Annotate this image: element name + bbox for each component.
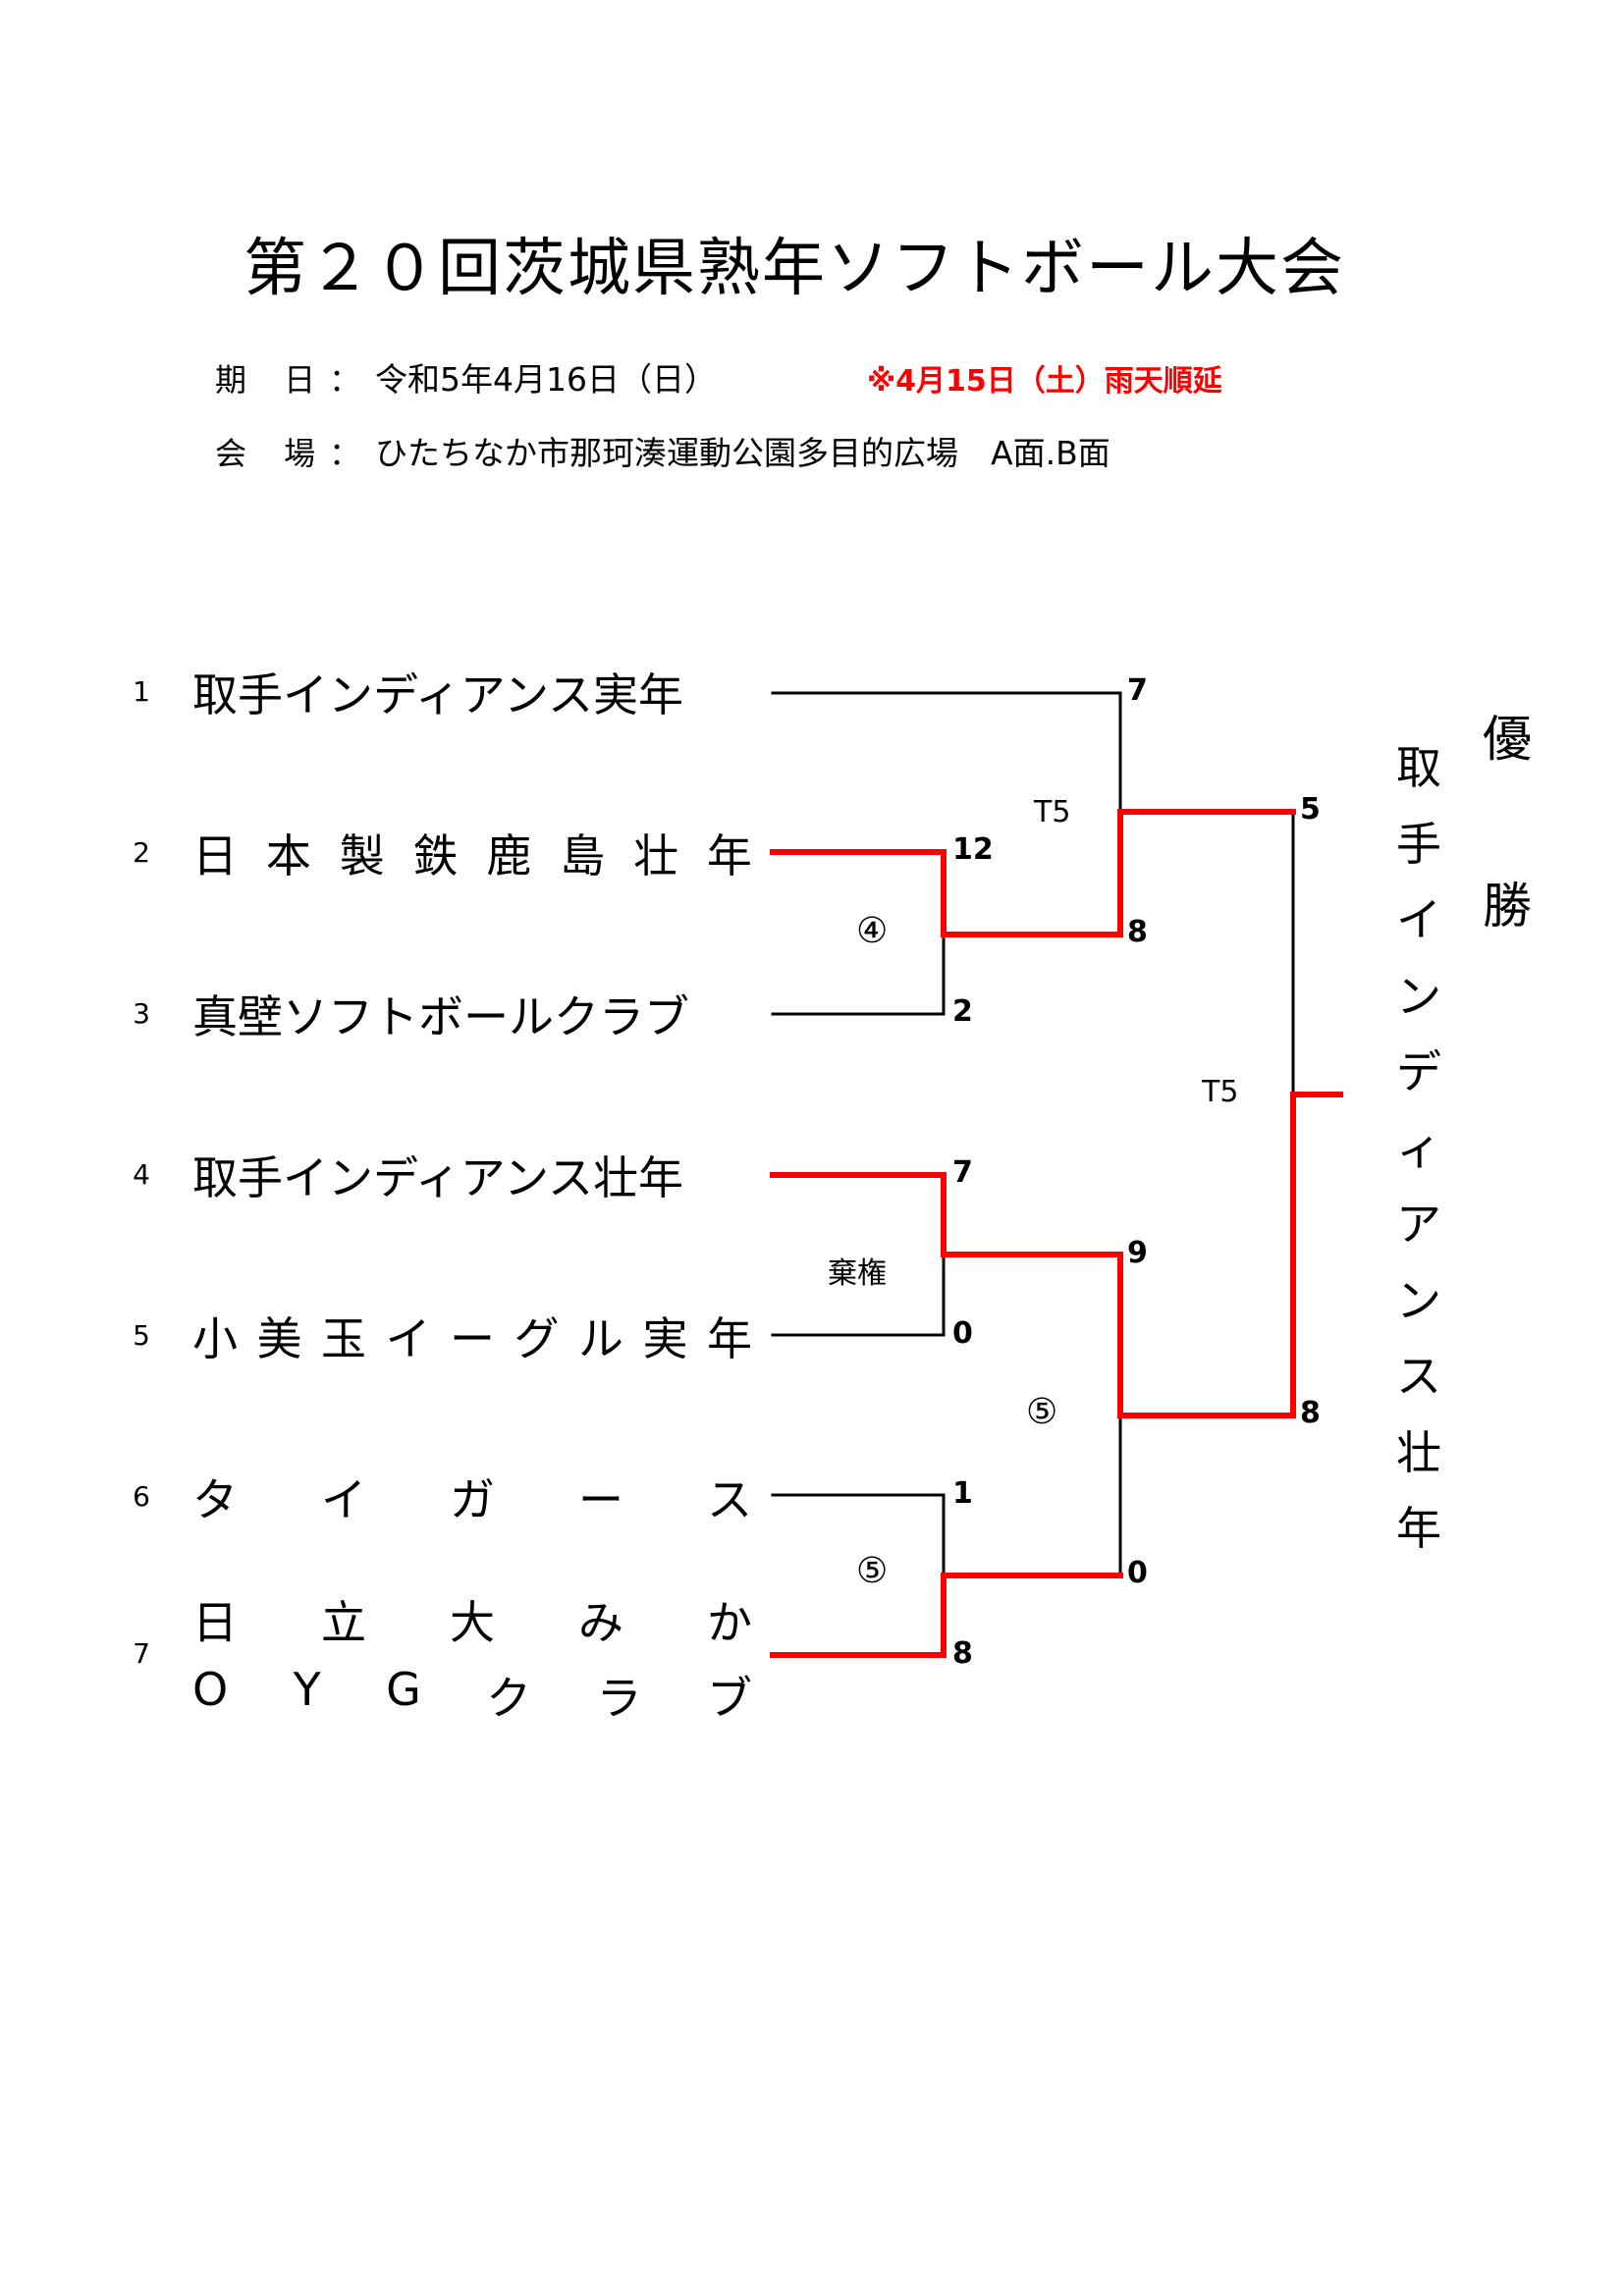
team-name-6: タイガース [192, 1465, 752, 1529]
page-title: 第２０回茨城県熟年ソフトボール大会 [244, 233, 1345, 305]
score-r1-team2: 12 [952, 832, 994, 867]
score-r1-team6: 1 [952, 1476, 973, 1511]
vertical-char: ィ [1396, 1121, 1441, 1175]
team-name-3: 真壁ソフトボールクラブ [192, 990, 689, 1043]
team-name-char: 島 [560, 829, 606, 882]
vertical-char: 壮 [1396, 1425, 1441, 1479]
team-name-1: 取手インディアンス実年 [192, 668, 684, 721]
vertical-char: ン [1396, 1273, 1441, 1327]
date-value: 令和5年4月16日（日） [375, 360, 717, 399]
score-r1-team5: 0 [952, 1316, 973, 1351]
team-name-char: ク [486, 1672, 532, 1725]
vertical-char: 手 [1396, 817, 1441, 871]
team-name-char: ガ [450, 1473, 495, 1526]
bracket-line-team1 [771, 691, 1122, 814]
team-name-char: ー [578, 1473, 623, 1526]
team-name-char: 大 [450, 1596, 495, 1649]
team-name-char: 美 [256, 1312, 302, 1365]
vertical-char: 優 [1483, 711, 1532, 768]
team-name-char: 年 [707, 1312, 752, 1365]
team-name-char: G [386, 1663, 421, 1716]
bracket-line-team2-win [770, 809, 1296, 937]
note-game-4-5: 棄権 [828, 1256, 887, 1291]
team-name-char: 日 [192, 829, 238, 882]
team-name-char: 壮 [633, 829, 679, 882]
vertical-char: イ [1396, 893, 1441, 946]
team-name-char: 年 [706, 829, 752, 882]
team-name-char: グ [514, 1312, 560, 1365]
vertical-char: 取 [1396, 741, 1441, 794]
seed-6: 6 [133, 1480, 150, 1513]
team-name-char: ル [578, 1312, 623, 1365]
score-sf-top: 5 [1300, 792, 1321, 827]
score-r2-w23: 8 [1127, 915, 1148, 949]
bracket-line-team6 [771, 1493, 946, 1577]
bracket-line-team3 [771, 933, 946, 1016]
score-r1-team3: 2 [952, 994, 973, 1029]
team-name-char: 製 [339, 829, 385, 882]
team-name-char: 実 [642, 1312, 688, 1365]
vertical-char: ス [1396, 1350, 1441, 1403]
postponement-notice: ※4月15日（土）雨天順延 [867, 364, 1222, 399]
bracket-line-team5 [771, 1253, 946, 1337]
champion-name: 取手インディアンス壮年 [1389, 730, 1448, 1568]
vertical-char: ン [1396, 969, 1441, 1023]
team-name-char: Y [293, 1663, 321, 1716]
bracket-line-team4-win [770, 1092, 1343, 1418]
team-name-2: 日本製鉄鹿島壮年 [192, 821, 752, 885]
score-r2-w45: 9 [1127, 1236, 1148, 1270]
team-name-char: ス [707, 1473, 752, 1526]
team-name-char: か [707, 1596, 752, 1649]
note-game-6-7: ⑤ [856, 1551, 889, 1591]
vertical-char: 勝 [1483, 878, 1532, 934]
team-name-4: 取手インディアンス壮年 [192, 1151, 684, 1204]
team-name-char: イ [321, 1473, 366, 1526]
seed-3: 3 [133, 997, 150, 1030]
team-name-char: 鹿 [486, 829, 532, 882]
score-r1-team4: 7 [952, 1155, 973, 1190]
vertical-char: ア [1396, 1198, 1441, 1251]
team-name-char: 立 [321, 1596, 366, 1649]
team-name-char: み [578, 1596, 623, 1649]
team-name-char: ー [450, 1312, 495, 1365]
vertical-char: デ [1396, 1045, 1441, 1098]
seed-7: 7 [133, 1637, 150, 1670]
score-sf-bottom: 8 [1300, 1396, 1321, 1430]
note-final: T5 [1202, 1075, 1239, 1109]
team-name-char: 鉄 [412, 829, 459, 882]
seed-2: 2 [133, 836, 150, 869]
team-name-char: 玉 [321, 1312, 366, 1365]
team-name-char: ラ [596, 1672, 642, 1725]
score-r1-team7: 8 [952, 1636, 973, 1671]
team-name-char: ブ [706, 1672, 752, 1725]
date-label: 期 日： [215, 361, 375, 399]
venue-value: ひたちなか市那珂湊運動公園多目的広場 A面.B面 [375, 434, 1110, 472]
team-name-char: O [192, 1663, 229, 1716]
team-name-char: イ [385, 1312, 431, 1365]
team-name-5: 小美玉イーグル実年 [192, 1304, 752, 1368]
vertical-char: 年 [1396, 1502, 1441, 1555]
seed-5: 5 [133, 1319, 150, 1352]
note-game-1-w23: T5 [1034, 795, 1071, 829]
note-game-2-3: ④ [856, 911, 889, 951]
team-name-7-line1: 日立大みか [192, 1587, 752, 1652]
team-name-char: 本 [265, 829, 311, 882]
team-name-char: タ [192, 1473, 238, 1526]
seed-1: 1 [133, 675, 150, 708]
note-game-w45-w67: ⑤ [1026, 1392, 1058, 1432]
venue-label: 会 場： [215, 435, 375, 472]
score-r2-w67: 0 [1127, 1556, 1148, 1590]
team-name-char: 小 [192, 1312, 238, 1365]
champion-label: 優勝 [1478, 656, 1537, 989]
score-r2-team1: 7 [1127, 673, 1148, 708]
seed-4: 4 [133, 1158, 150, 1191]
team-name-char: 日 [192, 1596, 238, 1649]
bracket-line-team7-win [770, 1573, 1123, 1658]
